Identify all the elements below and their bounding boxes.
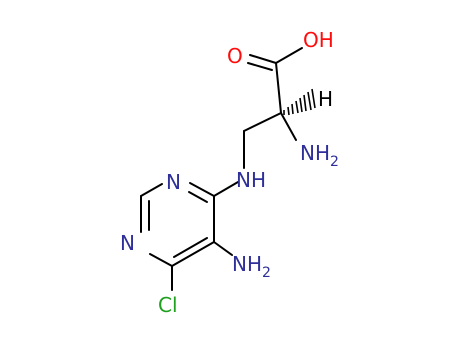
atom-nh2-ring: NH2 — [232, 252, 271, 281]
atom-cl: Cl — [158, 293, 178, 317]
atom-o-carbonyl: O — [227, 44, 243, 68]
bond-c4-n3 — [189, 182, 215, 197]
hashed-wedge-bond — [283, 88, 316, 116]
bond-carboxyl-chiral — [275, 62, 282, 114]
bond-c-o-double-a — [249, 54, 277, 64]
atom-nh-link: NH — [236, 168, 266, 192]
bond-c-oh — [275, 47, 303, 64]
atom-n-ring-left: N — [120, 231, 135, 255]
atom-nh2-alpha: NH2 — [300, 141, 339, 170]
bond-c5-nh2 — [213, 241, 233, 256]
bond-c-o-double-b — [247, 62, 273, 71]
atom-oh: OH — [303, 28, 334, 52]
bond-c6-c5-inner — [173, 237, 208, 258]
bond-c4-n3-inner — [188, 191, 208, 203]
bond-chiral-nh2 — [280, 112, 297, 141]
bond-n1-c6 — [149, 253, 173, 267]
bond-chiral-ch2 — [243, 112, 282, 132]
atom-h-chiral: H — [318, 87, 333, 111]
bonds — [140, 47, 303, 291]
bond-n3-c2 — [140, 183, 163, 197]
bond-c6-c5 — [171, 241, 215, 267]
atom-n-ring-top: N — [166, 170, 181, 194]
bond-nh-ring — [213, 181, 239, 197]
